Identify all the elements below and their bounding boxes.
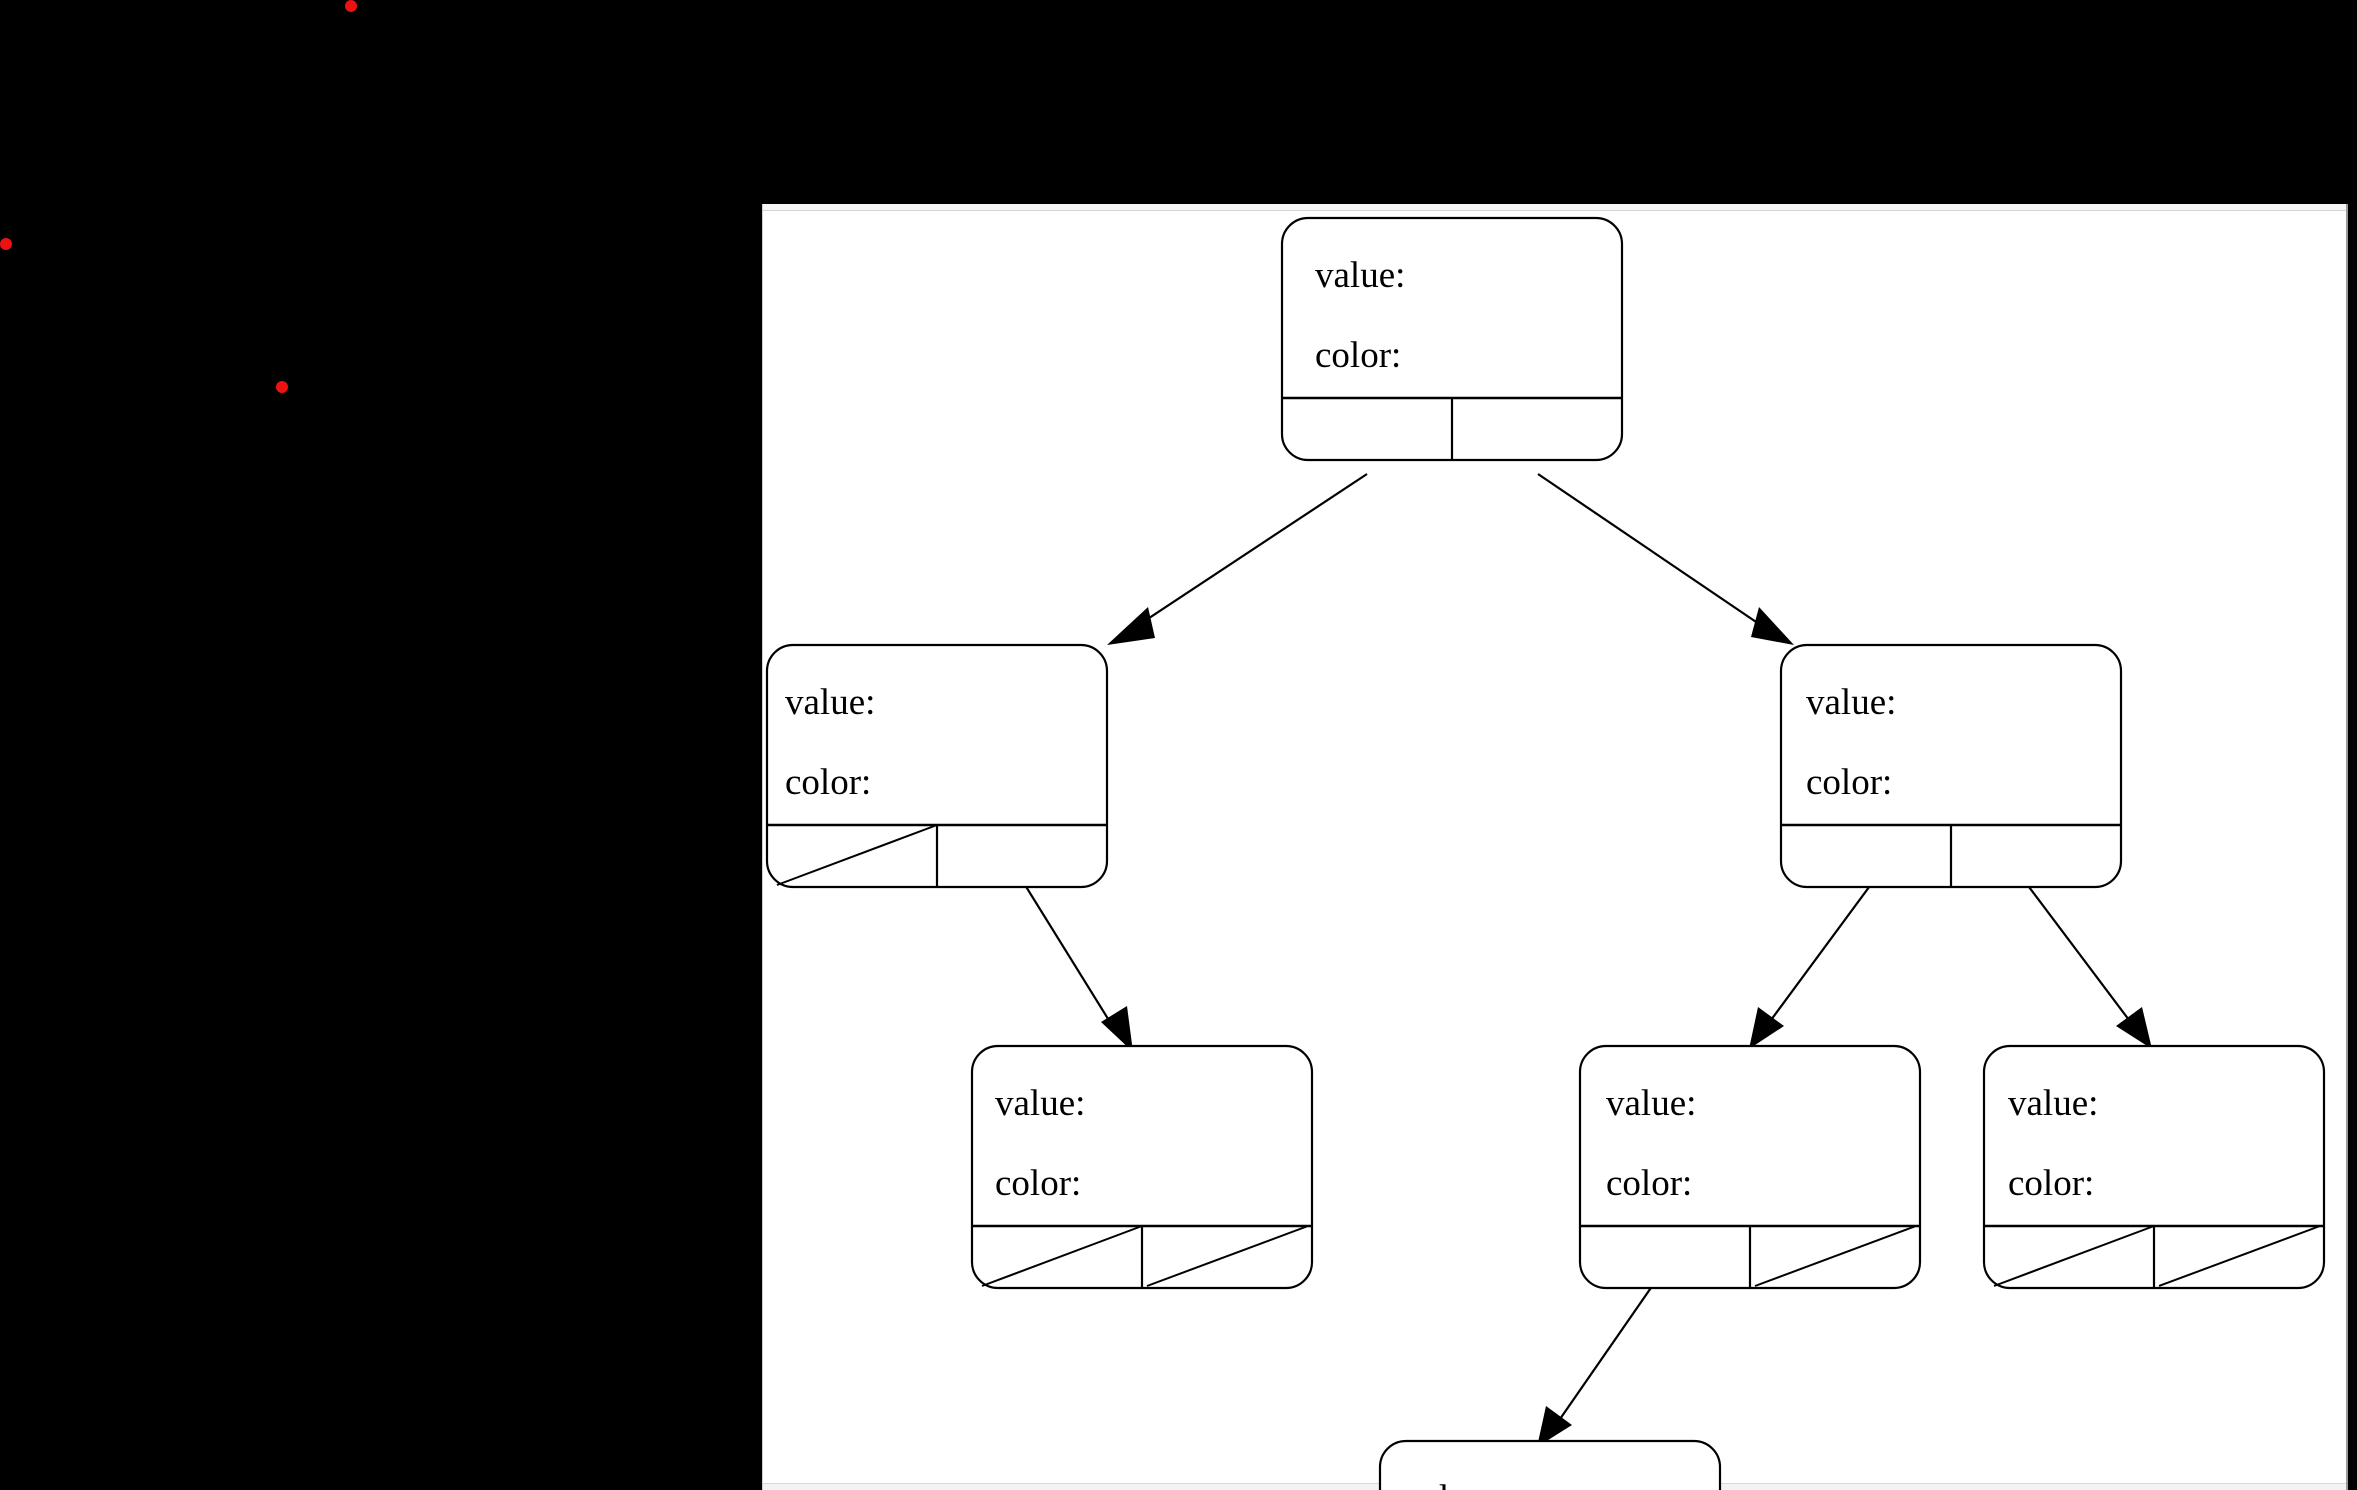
tree-node-right[interactable]: value: color:: [1779, 643, 2123, 889]
edge-root-left: [1107, 473, 1368, 645]
tree-node-right-left[interactable]: value: color:: [1578, 1044, 1922, 1290]
node-color-label: color:: [995, 1163, 1081, 1204]
tree-node-right-right[interactable]: value: color:: [1982, 1044, 2326, 1290]
node-color-label: color:: [1315, 335, 1401, 376]
marker-mid-dot: [276, 381, 288, 393]
node-value-label: value:: [2008, 1083, 2098, 1124]
edge-rightleft-left: [1537, 1281, 1656, 1447]
node-value-label: value:: [995, 1083, 1085, 1124]
nil-slash-right: [1754, 1225, 1917, 1287]
tree-diagram: value: color: value: color:: [765, 216, 2326, 1490]
node-value-label: value:: [1404, 1478, 1494, 1490]
marker-left-dot: [0, 238, 12, 250]
nil-slash-right: [2158, 1225, 2321, 1287]
nil-slash-right: [1146, 1225, 1309, 1287]
node-value-label: value:: [1806, 682, 1896, 723]
nil-slash-left: [1993, 1225, 2155, 1287]
marker-top-dot: [345, 0, 357, 12]
edge-right-left: [1749, 878, 1876, 1049]
tree-node-left-right[interactable]: value: color:: [970, 1044, 1314, 1290]
tree-node-deep-leaf[interactable]: value: color:: [1378, 1439, 1722, 1490]
canvas-top-strip: [763, 204, 2346, 211]
node-color-label: color:: [785, 762, 871, 803]
node-color-label: color:: [1806, 762, 1892, 803]
diagram-canvas[interactable]: value: color: value: color:: [762, 204, 2348, 1490]
node-color-label: color:: [1606, 1163, 1692, 1204]
edge-left-right: [1024, 884, 1133, 1052]
edge-right-right: [2022, 878, 2152, 1049]
nil-slash-left: [776, 824, 938, 886]
node-value-label: value:: [785, 682, 875, 723]
diagram-nodes: value: color: value: color:: [765, 216, 2326, 1490]
nil-slash-left: [981, 1225, 1143, 1287]
tree-node-root[interactable]: value: color:: [1280, 216, 1624, 462]
diagram-edges: [1024, 473, 2152, 1447]
node-color-label: color:: [2008, 1163, 2094, 1204]
node-value-label: value:: [1606, 1083, 1696, 1124]
node-value-label: value:: [1315, 255, 1405, 296]
tree-node-left[interactable]: value: color:: [765, 643, 1109, 889]
edge-root-right: [1537, 473, 1794, 645]
